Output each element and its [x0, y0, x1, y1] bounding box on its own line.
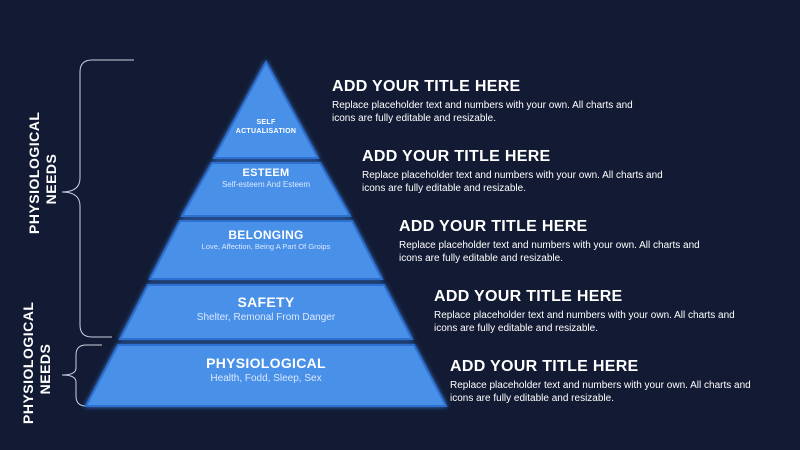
description-block-3: ADD YOUR TITLE HERE Replace placeholder … — [399, 218, 719, 265]
side-label-top-line1: PHYSIOLOGICAL — [26, 111, 42, 234]
tier-label-esteem: ESTEEM Self-esteem And Esteem — [186, 167, 346, 190]
description-title: ADD YOUR TITLE HERE — [434, 288, 623, 305]
tier-esteem — [180, 162, 352, 217]
description-block-1: ADD YOUR TITLE HERE Replace placeholder … — [332, 78, 652, 125]
tier-title: BELONGING — [228, 228, 304, 242]
description-body: Replace placeholder text and numbers wit… — [399, 240, 700, 264]
description-block-2: ADD YOUR TITLE HERE Replace placeholder … — [362, 148, 682, 195]
tier-subtitle: Shelter, Remonal From Danger — [196, 312, 336, 323]
top-bracket — [61, 59, 134, 338]
description-body: Replace placeholder text and numbers wit… — [362, 170, 663, 194]
tier-physiological — [84, 344, 448, 407]
side-label-bottom-line2: NEEDS — [37, 343, 53, 395]
tier-label-self-actualisation: SELF ACTUALISATION — [196, 118, 336, 136]
tier-subtitle: Self-esteem And Esteem — [221, 180, 311, 189]
tier-title: SELF ACTUALISATION — [235, 119, 297, 135]
side-label-top: PHYSIOLOGICAL NEEDS — [26, 111, 60, 234]
tier-title: PHYSIOLOGICAL — [206, 355, 326, 371]
description-block-5: ADD YOUR TITLE HERE Replace placeholder … — [450, 358, 770, 405]
description-block-4: ADD YOUR TITLE HERE Replace placeholder … — [434, 288, 754, 335]
tier-label-safety: SAFETY Shelter, Remonal From Danger — [146, 294, 386, 325]
tier-label-physiological: PHYSIOLOGICAL Health, Fodd, Sleep, Sex — [146, 355, 386, 385]
side-label-bottom: PHYSIOLOGICAL NEEDS — [20, 301, 54, 424]
description-title: ADD YOUR TITLE HERE — [399, 218, 588, 235]
tier-belonging — [148, 220, 384, 280]
tier-label-belonging: BELONGING Love, Affection, Being A Part … — [156, 228, 376, 252]
tier-subtitle: Health, Fodd, Sleep, Sex — [210, 373, 322, 384]
tier-title: ESTEEM — [242, 167, 290, 179]
tier-title: SAFETY — [237, 294, 295, 310]
tier-self-actualisation — [212, 59, 320, 159]
tier-subtitle: Love, Affection, Being A Part Of Groips — [201, 242, 331, 251]
description-body: Replace placeholder text and numbers wit… — [434, 310, 735, 334]
tier-safety — [118, 284, 414, 340]
description-body: Replace placeholder text and numbers wit… — [332, 100, 633, 124]
side-label-bottom-line1: PHYSIOLOGICAL — [20, 301, 36, 424]
bottom-bracket — [61, 344, 102, 407]
description-body: Replace placeholder text and numbers wit… — [450, 380, 751, 404]
description-title: ADD YOUR TITLE HERE — [362, 148, 551, 165]
description-title: ADD YOUR TITLE HERE — [450, 358, 639, 375]
description-title: ADD YOUR TITLE HERE — [332, 78, 521, 95]
side-label-top-line2: NEEDS — [43, 153, 59, 205]
